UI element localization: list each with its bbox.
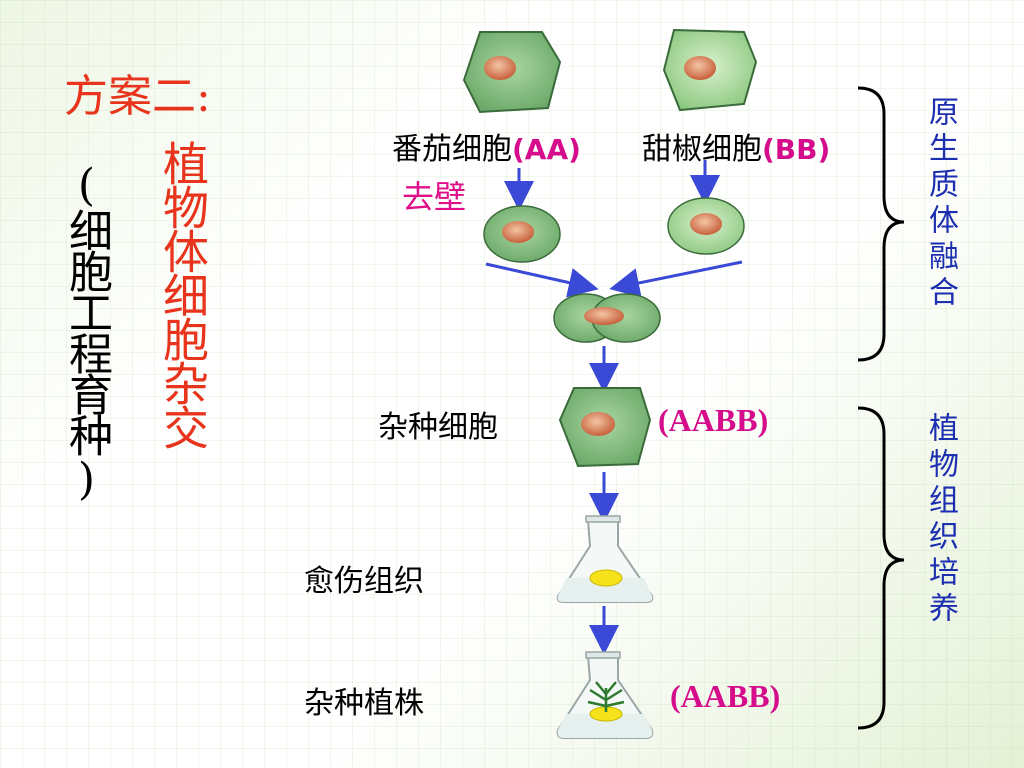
hybrid-cell-label: 杂种细胞 — [378, 410, 498, 445]
method-name: 植物体细胞杂交 — [156, 140, 210, 448]
fusing-protoplast-icon — [553, 293, 661, 343]
tomato-cell-name: 番茄细胞 — [392, 132, 512, 167]
pepper-protoplast-icon — [667, 197, 745, 255]
arrow-converge-left — [485, 262, 599, 298]
pepper-cell-icon — [662, 28, 758, 112]
hybrid-cell-genotype: (AABB) — [658, 402, 769, 438]
tomato-genotype: (AA) — [512, 133, 581, 166]
tomato-protoplast-icon — [483, 205, 561, 263]
hybrid-plant-label: 杂种植株 — [304, 686, 424, 721]
remove-wall-label: 去壁 — [402, 178, 467, 216]
plant-flask-icon — [556, 651, 654, 739]
tomato-cell-icon — [462, 31, 562, 114]
hybrid-cell-icon — [558, 387, 652, 468]
fusion-brace — [857, 86, 905, 362]
hybrid-plant-genotype: (AABB) — [670, 678, 781, 714]
tomato-cell-label: 番茄细胞(AA) — [392, 124, 581, 168]
pepper-cell-name: 甜椒细胞 — [642, 132, 762, 167]
stage-fusion-label: 原生质体融合 — [923, 96, 958, 312]
callus-flask-icon — [556, 515, 654, 603]
pepper-cell-label: 甜椒细胞(BB) — [642, 124, 830, 168]
slide-title: 方案二: — [64, 71, 211, 122]
pepper-genotype: (BB) — [762, 133, 831, 166]
culture-brace — [857, 406, 905, 730]
callus-label: 愈伤组织 — [304, 564, 424, 599]
arrow-converge-right — [609, 260, 743, 298]
stage-culture-label: 植物组织培养 — [923, 412, 958, 628]
breeding-type: (细胞工程育种) — [61, 160, 112, 502]
